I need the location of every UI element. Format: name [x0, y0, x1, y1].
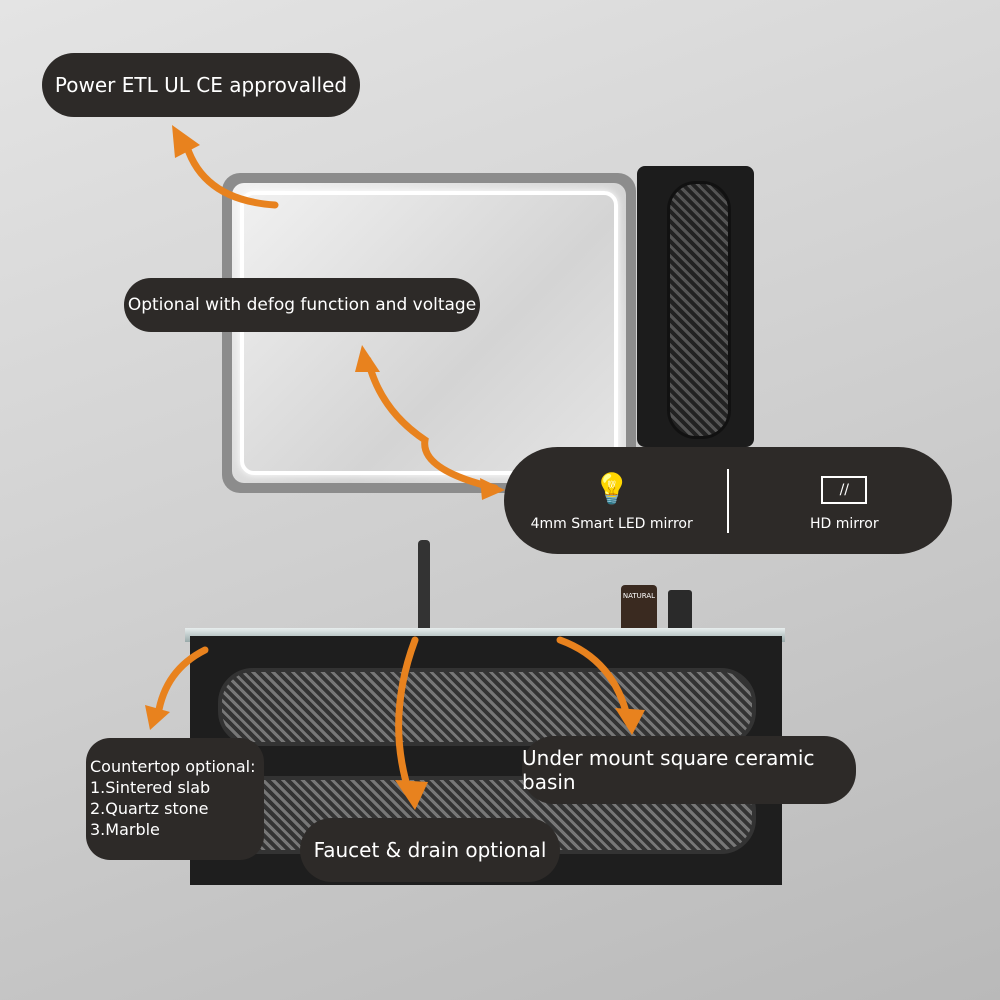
soap-bottle: NATURAL [621, 585, 657, 633]
arrow-power [181, 136, 279, 209]
callout-defog: Optional with defog function and voltage [124, 278, 480, 332]
mirror-icon: // [821, 475, 868, 504]
side-cabinet [637, 166, 754, 447]
feature-hd: // HD mirror [744, 470, 944, 532]
arrow-faucet [395, 636, 419, 799]
divider [726, 468, 729, 533]
feature-led: 💡 4mm Smart LED mirror [512, 470, 712, 532]
lightbulb-icon: 💡 [592, 471, 631, 507]
arrow-defog [364, 356, 499, 492]
callout-countertop: Countertop optional: 1.Sintered slab 2.Q… [86, 738, 264, 860]
callout-basin: Under mount square ceramic basin [522, 736, 856, 804]
arrow-countertop [154, 646, 209, 719]
callout-power: Power ETL UL CE approvalled [42, 53, 360, 117]
led-mirror [222, 173, 636, 493]
faucet [418, 540, 430, 635]
small-bottle [668, 590, 692, 632]
arrow-basin [556, 636, 632, 724]
callout-faucet: Faucet & drain optional [300, 818, 560, 882]
feature-panel: 💡 4mm Smart LED mirror // HD mirror [504, 447, 952, 554]
